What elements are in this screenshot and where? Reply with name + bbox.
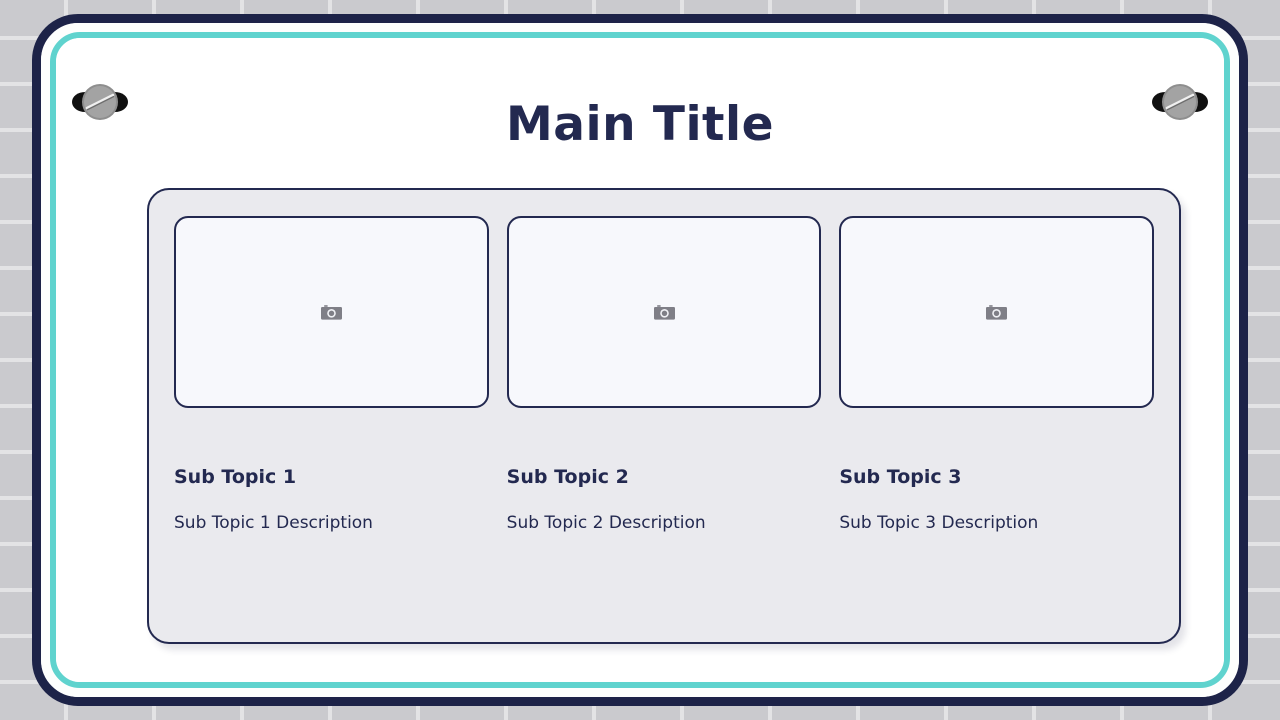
camera-icon <box>320 305 342 320</box>
content-panel: Sub Topic 1 Sub Topic 1 Description Sub … <box>147 188 1181 644</box>
image-placeholder-2[interactable] <box>506 216 822 408</box>
sub-description-3: Sub Topic 3 Description <box>839 512 1039 533</box>
columns-container: Sub Topic 1 Sub Topic 1 Description Sub … <box>174 216 1155 622</box>
column-2: Sub Topic 2 Sub Topic 2 Description <box>506 216 822 622</box>
camera-icon <box>986 305 1008 320</box>
page-title: Main Title <box>505 97 775 152</box>
column-3: Sub Topic 3 Sub Topic 3 Description <box>839 216 1155 622</box>
column-1: Sub Topic 1 Sub Topic 1 Description <box>174 216 489 622</box>
sub-description-1: Sub Topic 1 Description <box>174 512 373 533</box>
screw-icon-left <box>71 81 129 123</box>
image-placeholder-1[interactable] <box>174 216 489 408</box>
frame-outer-navy: Main Title Sub Topic 1 Sub Topic 1 Descr… <box>32 14 1248 706</box>
sub-title-3: Sub Topic 3 <box>839 466 962 488</box>
frame-white-gap: Main Title Sub Topic 1 Sub Topic 1 Descr… <box>41 23 1239 697</box>
screw-icon-right <box>1151 81 1209 123</box>
slide-content-area: Main Title Sub Topic 1 Sub Topic 1 Descr… <box>56 38 1224 682</box>
frame-teal-accent: Main Title Sub Topic 1 Sub Topic 1 Descr… <box>50 32 1230 688</box>
sub-title-1: Sub Topic 1 <box>174 466 297 488</box>
image-placeholder-3[interactable] <box>839 216 1155 408</box>
sub-title-2: Sub Topic 2 <box>506 466 629 488</box>
sub-description-2: Sub Topic 2 Description <box>506 512 706 533</box>
camera-icon <box>653 305 675 320</box>
